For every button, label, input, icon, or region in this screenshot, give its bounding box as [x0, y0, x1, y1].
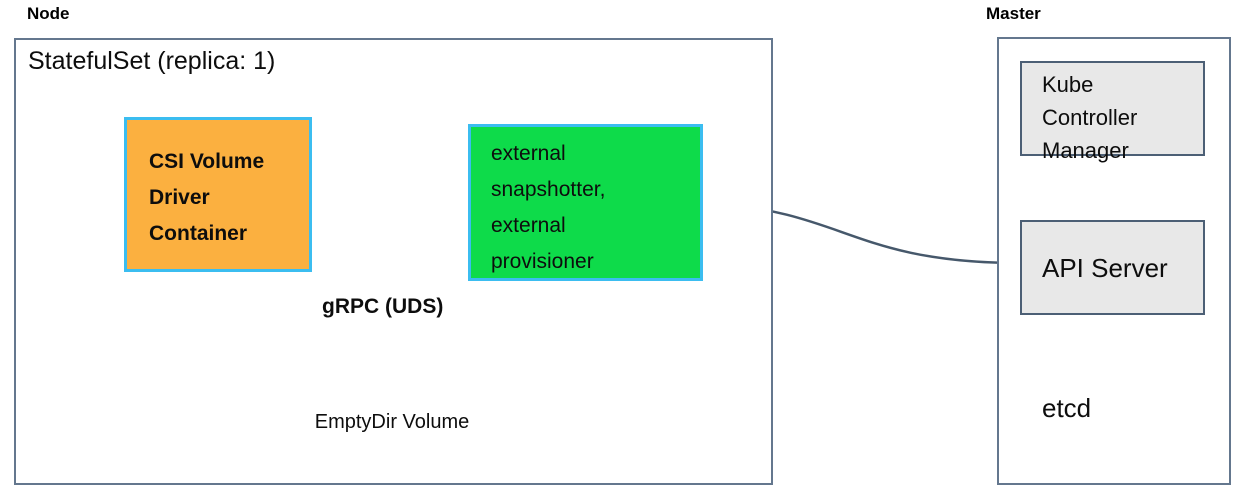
csi-volume-driver-container-box: CSI Volume Driver Container: [124, 117, 312, 272]
external-sidecars-box: external snapshotter, external provision…: [468, 124, 703, 281]
statefulset-title: StatefulSet (replica: 1): [28, 47, 276, 75]
emptydir-volume-label: EmptyDir Volume: [314, 411, 470, 433]
etcd-label: etcd: [1042, 393, 1092, 423]
master-region-title: Master: [986, 4, 1041, 23]
kube-controller-manager-box: Kube Controller Manager: [1020, 61, 1205, 163]
node-region-title: Node: [27, 4, 70, 23]
grpc-uds-label: gRPC (UDS): [322, 295, 444, 318]
api-server-box: API Server: [1020, 220, 1205, 315]
